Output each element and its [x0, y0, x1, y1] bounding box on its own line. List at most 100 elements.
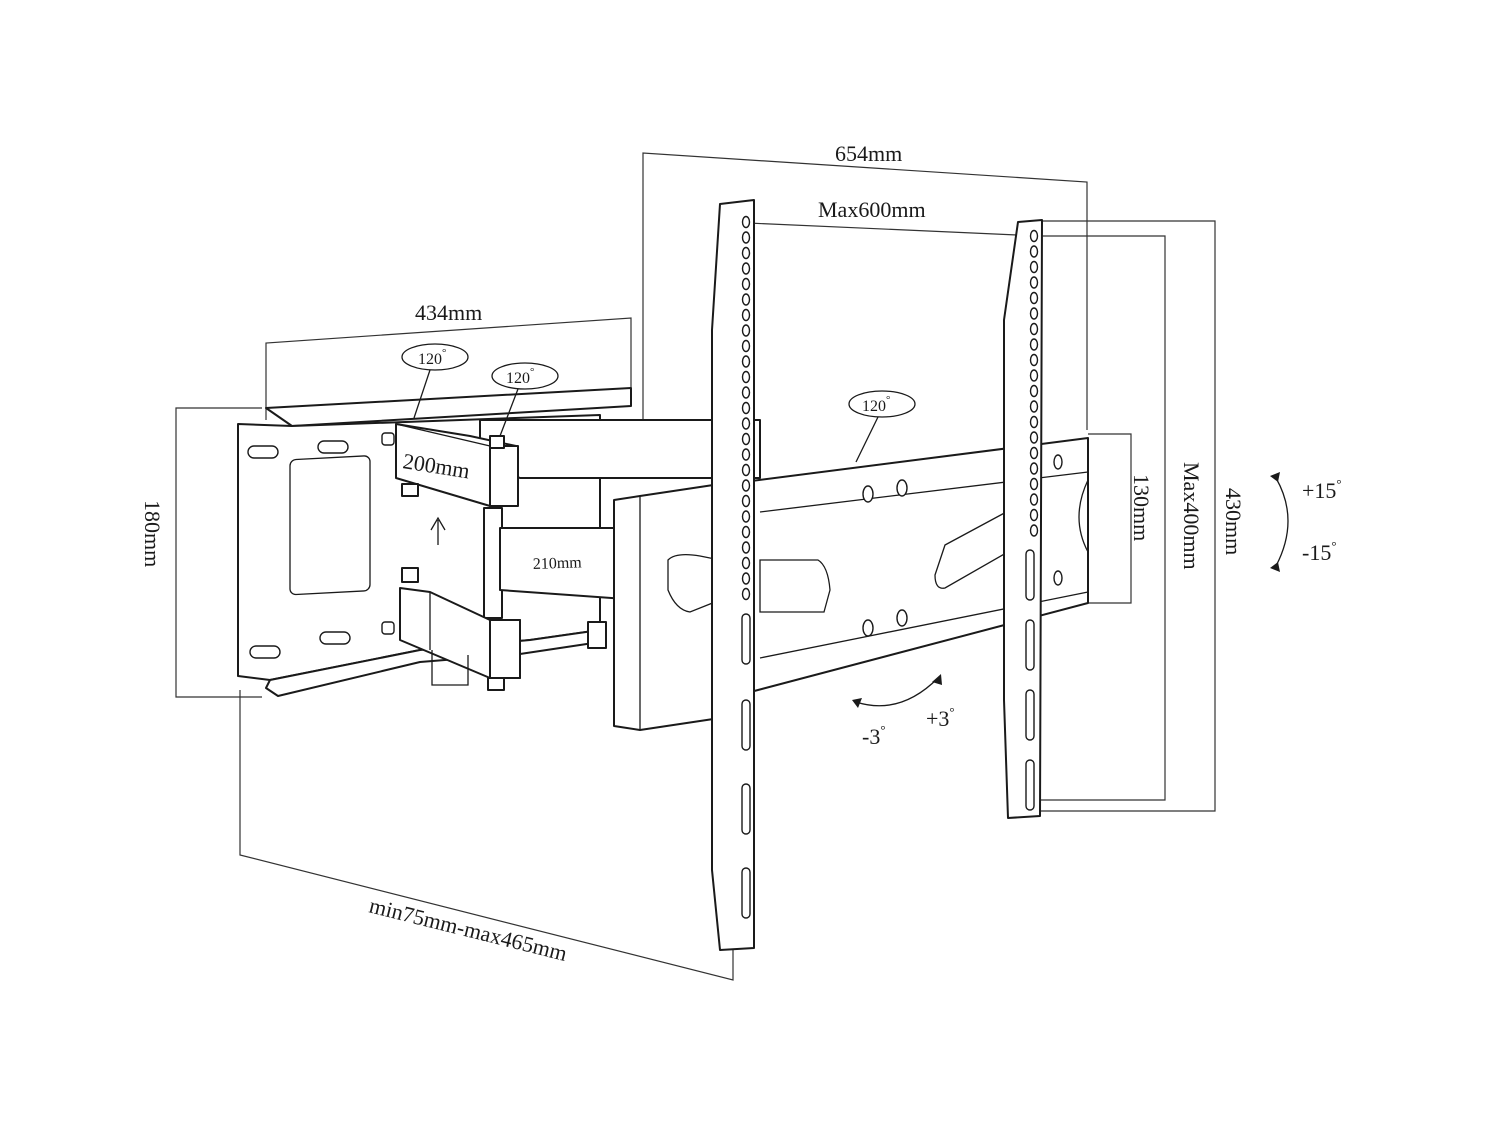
slot-hole [381, 621, 395, 635]
mounting-hole [1029, 493, 1039, 506]
mounting-hole [741, 324, 751, 337]
mounting-hole [741, 463, 751, 477]
rotation-indicators [401, 343, 1289, 708]
mounting-hole [1029, 260, 1039, 274]
swivel-head-leader [855, 416, 879, 463]
wall-plate-window [289, 455, 371, 596]
label-swivel-mid: 120° [506, 366, 534, 387]
up-arrow-icon [430, 516, 446, 545]
swivel-mid-leader [499, 388, 519, 437]
rail-hole [896, 609, 908, 627]
mounting-hole [1029, 524, 1039, 537]
rail-hole [862, 485, 874, 503]
label-swivel-wall: 120° [418, 347, 446, 368]
mounting-hole [1029, 446, 1039, 460]
swivel-wall-ring [401, 343, 469, 371]
mounting-hole [1029, 477, 1039, 491]
mounting-hole [1029, 462, 1039, 475]
label-130: 130mm [1129, 474, 1154, 541]
mounting-hole [741, 246, 751, 260]
nut [487, 677, 505, 691]
label-swivel-head: 120° [862, 394, 890, 415]
mounting-hole [741, 215, 751, 229]
mounting-hole [1029, 291, 1039, 305]
swivel-head-ring [848, 390, 916, 418]
mounting-hole [741, 401, 751, 415]
mounting-hole [741, 479, 751, 492]
mounting-hole [1029, 276, 1039, 289]
mounting-hole [1029, 400, 1039, 413]
mounting-hole [1029, 384, 1039, 398]
articulating-arms [395, 419, 761, 691]
nut [401, 483, 419, 497]
level-arrow-right-icon [932, 674, 942, 685]
mounting-slot [1025, 549, 1035, 601]
rail-end-curve [1078, 479, 1089, 553]
mounting-hole [1029, 508, 1039, 522]
mounting-hole [741, 370, 751, 384]
slot-hole [381, 432, 395, 446]
dim-434-line [265, 317, 632, 420]
rail-hole [896, 479, 908, 497]
label-level-minus: -3° [862, 722, 886, 749]
mounting-hole [741, 510, 751, 523]
rail-hole [1053, 454, 1063, 470]
lower-arm-end-block [489, 619, 521, 679]
mounting-hole [1029, 307, 1039, 320]
tilt-arrow-down-icon [1270, 562, 1280, 572]
mounting-hole [741, 572, 751, 585]
swivel-wall-leader [413, 369, 431, 419]
mounting-hole [741, 556, 751, 570]
mounting-hole [1029, 229, 1039, 243]
dim-654-line [642, 152, 1088, 430]
mounting-hole [1029, 338, 1039, 351]
dim-400-line [1032, 235, 1166, 801]
label-tilt-up: +15° [1302, 476, 1342, 503]
label-tilt-down: -15° [1302, 538, 1337, 565]
mounting-hole [741, 587, 751, 601]
dim-430-line [1032, 220, 1216, 812]
level-arrow-left-icon [852, 698, 862, 708]
vertical-plate-right-holes [1025, 229, 1039, 811]
mounting-hole [741, 417, 751, 430]
mounting-hole [741, 262, 751, 275]
label-extension: min75mm-max465mm [367, 893, 570, 966]
label-180: 180mm [140, 500, 165, 567]
rail-window-left [759, 559, 831, 613]
mounting-hole [1029, 353, 1039, 367]
label-434: 434mm [415, 300, 482, 325]
slot-hole [249, 645, 281, 659]
slot-hole [319, 631, 351, 645]
tilt-head [613, 483, 721, 731]
mounting-hole [741, 339, 751, 353]
rail-hole [862, 619, 874, 637]
label-max600: Max600mm [818, 197, 926, 222]
arm-200-end-block [489, 445, 519, 507]
rail-hole [1053, 570, 1063, 586]
mounting-slot [741, 783, 751, 835]
slot-hole [317, 440, 349, 454]
mounting-hole [741, 277, 751, 291]
tilt-arc [1275, 477, 1289, 567]
mounting-slot [1025, 689, 1035, 741]
wall-plate-top-flange [265, 387, 632, 427]
mounting-hole [1029, 322, 1039, 336]
slot-hole [247, 445, 279, 459]
mounting-hole [1029, 369, 1039, 382]
label-210: 210mm [533, 554, 583, 573]
nut [489, 435, 505, 449]
mounting-slot [1025, 619, 1035, 671]
wall-plate-slots [247, 432, 395, 659]
mounting-hole [741, 386, 751, 399]
mounting-hole [1029, 245, 1039, 258]
label-430: 430mm [1221, 488, 1246, 555]
mounting-hole [741, 494, 751, 508]
mounting-slot [741, 699, 751, 751]
mounting-hole [741, 432, 751, 446]
dim-130-line [1088, 433, 1132, 604]
level-arc [855, 677, 939, 707]
mounting-hole [741, 308, 751, 322]
dimension-lines [175, 152, 1216, 981]
arm-clip [587, 621, 607, 649]
